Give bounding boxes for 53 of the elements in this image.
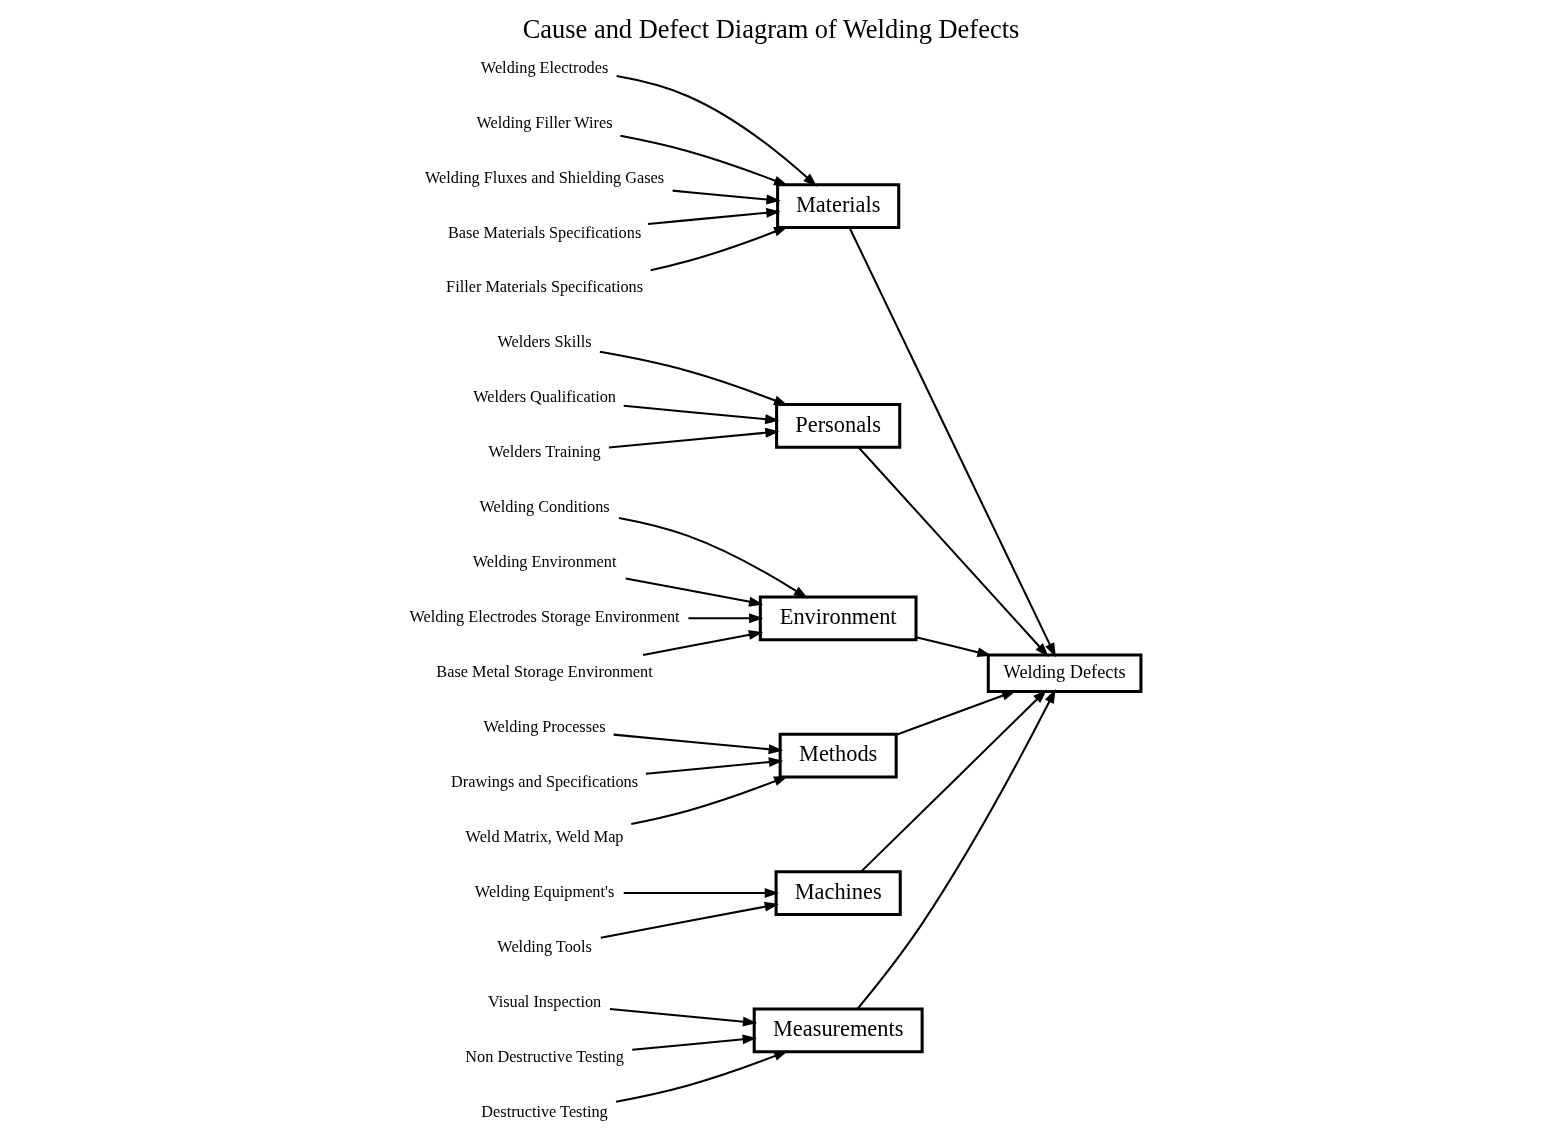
node-text: Base Metal Storage Environment xyxy=(436,662,653,682)
arrow xyxy=(650,226,789,272)
arrow xyxy=(623,404,780,425)
arrow xyxy=(860,689,1047,873)
node-text: Welding Electrodes Storage Environment xyxy=(409,607,680,627)
node-box: Materials xyxy=(776,183,901,230)
arrow xyxy=(613,733,783,755)
arrow xyxy=(857,446,1049,657)
node-text: Welders Skills xyxy=(497,332,592,352)
node-text: Welding Filler Wires xyxy=(476,112,613,132)
arrow xyxy=(647,207,781,225)
node-text: Welding Tools xyxy=(497,936,592,956)
arrow xyxy=(620,134,789,186)
arrow xyxy=(856,688,1056,1010)
node-text: Welding Equipment's xyxy=(474,881,615,901)
arrow xyxy=(623,888,779,899)
node-text: Filler Materials Specifications xyxy=(446,277,644,297)
node-text: Base Materials Specifications xyxy=(447,222,642,242)
node-box: Methods xyxy=(778,732,898,779)
node-text: Welders Qualification xyxy=(473,387,616,407)
arrow xyxy=(915,636,992,658)
arrow xyxy=(616,75,818,187)
arrow xyxy=(896,690,1017,736)
node-text: Welding Conditions xyxy=(479,497,610,517)
arrow xyxy=(600,901,779,939)
node-box: Machines xyxy=(774,870,902,916)
node-text: Welding Electrodes xyxy=(480,57,609,77)
node-text: Welders Training xyxy=(488,442,601,462)
node-text: Visual Inspection xyxy=(487,991,602,1011)
arrow xyxy=(618,516,808,599)
arrow xyxy=(615,1050,789,1103)
arrow xyxy=(608,427,780,449)
node-text: Non Destructive Testing xyxy=(465,1046,624,1066)
diagram-title: Cause and Defect Diagram of Welding Defects xyxy=(522,14,1020,45)
node-box: Environment xyxy=(758,595,918,642)
node-box: Welding Defects xyxy=(986,653,1143,694)
arrow xyxy=(672,189,781,205)
arrow xyxy=(631,776,789,825)
arrow xyxy=(848,227,1056,658)
node-text: Welding Environment xyxy=(472,552,617,572)
node-text: Destructive Testing xyxy=(481,1101,608,1121)
arrow xyxy=(688,613,764,624)
arrow xyxy=(625,577,764,607)
node-box: Personals xyxy=(775,403,902,449)
node-text: Drawings and Specifications xyxy=(451,772,639,792)
arrow xyxy=(642,630,764,656)
arrow xyxy=(609,1008,758,1027)
arrow xyxy=(632,1034,757,1051)
node-text: Welding Processes xyxy=(483,717,606,737)
arrow xyxy=(645,757,784,775)
node-text: Weld Matrix, Weld Map xyxy=(465,826,624,846)
node-box: Measurements xyxy=(752,1007,924,1054)
node-text: Welding Fluxes and Shielding Gases xyxy=(425,167,665,187)
